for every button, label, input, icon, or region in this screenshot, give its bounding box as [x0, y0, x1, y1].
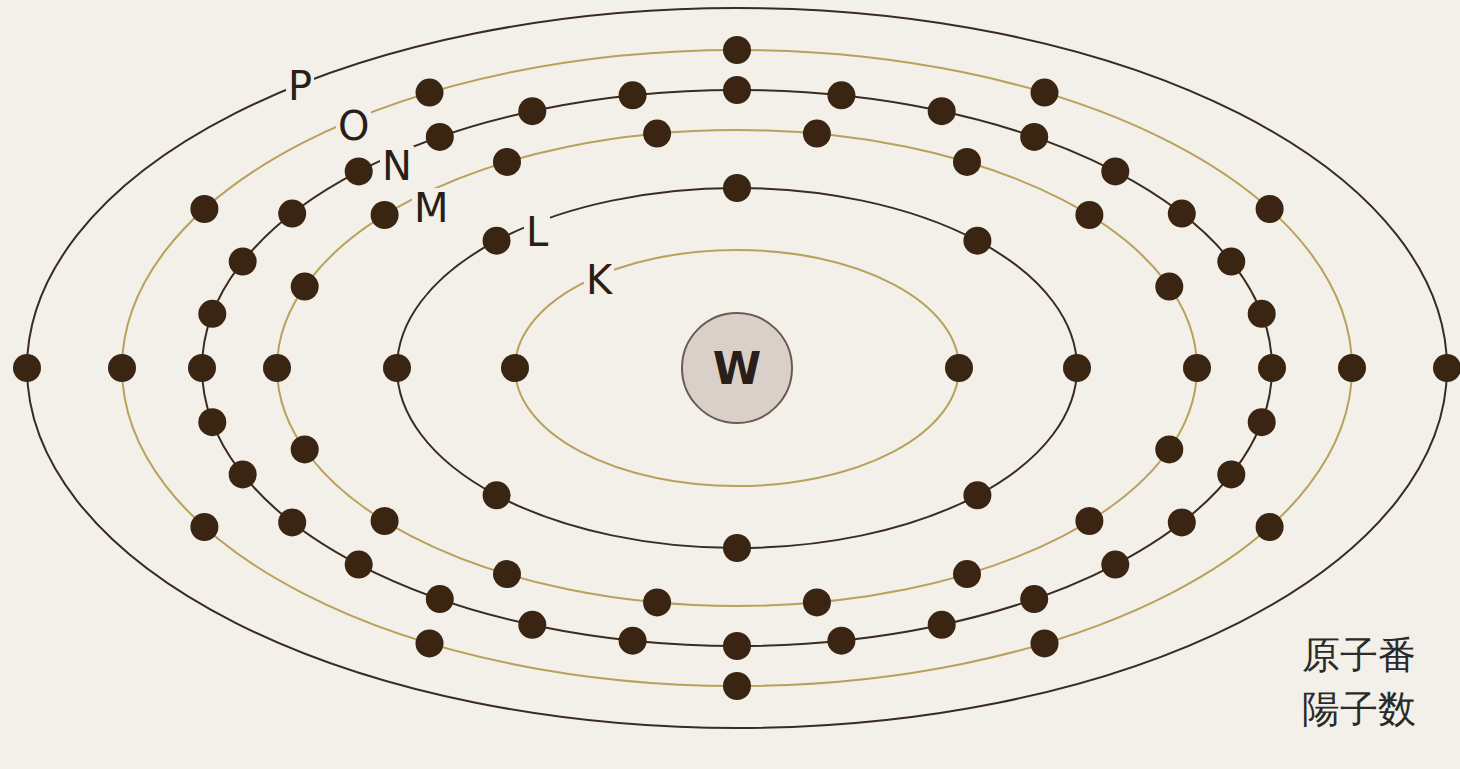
electron — [723, 174, 751, 202]
electron — [1258, 354, 1286, 382]
shell-letter: P — [286, 66, 314, 106]
electron — [426, 585, 454, 613]
electron — [483, 481, 511, 509]
shell-o — [122, 50, 1352, 686]
electron — [643, 120, 671, 148]
electron — [963, 481, 991, 509]
electron — [963, 227, 991, 255]
electron — [371, 201, 399, 229]
electron — [1168, 508, 1196, 536]
electron — [945, 354, 973, 382]
electron — [928, 611, 956, 639]
electron — [723, 534, 751, 562]
electron — [1020, 123, 1048, 151]
electron — [188, 354, 216, 382]
electron — [13, 354, 41, 382]
electron — [291, 435, 319, 463]
electron — [1256, 513, 1284, 541]
electron — [416, 629, 444, 657]
element-symbol: W — [713, 343, 762, 394]
electron — [1101, 157, 1129, 185]
electron — [1183, 354, 1211, 382]
electron — [108, 354, 136, 382]
shell-letter: M — [412, 188, 451, 228]
electron — [723, 76, 751, 104]
electron — [1217, 248, 1245, 276]
electron — [345, 551, 373, 579]
electron — [953, 560, 981, 588]
electron — [263, 354, 291, 382]
electron — [371, 507, 399, 535]
electron — [493, 560, 521, 588]
electron — [518, 97, 546, 125]
electron — [1338, 354, 1366, 382]
electron — [518, 611, 546, 639]
electron — [383, 354, 411, 382]
electron — [416, 79, 444, 107]
electron — [619, 81, 647, 109]
electron — [1101, 551, 1129, 579]
electron — [278, 508, 306, 536]
electron — [827, 627, 855, 655]
electron — [493, 148, 521, 176]
electron — [953, 148, 981, 176]
shell-p — [27, 8, 1447, 728]
shell-k — [515, 250, 959, 486]
electron — [1248, 300, 1276, 328]
electrons — [13, 36, 1460, 700]
shell-letter: N — [380, 146, 414, 186]
caption-fragment: 陽子数 — [1300, 690, 1418, 728]
electron — [723, 672, 751, 700]
electron — [1031, 629, 1059, 657]
electron — [1031, 79, 1059, 107]
electron — [723, 632, 751, 660]
electron — [426, 123, 454, 151]
nucleus: W — [680, 311, 794, 425]
electron — [1075, 507, 1103, 535]
electron — [643, 588, 671, 616]
electron — [827, 81, 855, 109]
electron — [1155, 273, 1183, 301]
shell-l — [397, 188, 1077, 548]
electron — [1248, 408, 1276, 436]
electron — [619, 627, 647, 655]
electron — [1155, 435, 1183, 463]
electron — [190, 195, 218, 223]
electron — [291, 273, 319, 301]
electron — [723, 36, 751, 64]
electron — [1063, 354, 1091, 382]
electron — [1020, 585, 1048, 613]
electron — [1256, 195, 1284, 223]
shell-letter: K — [584, 260, 614, 300]
electron — [1075, 201, 1103, 229]
shell-m — [277, 130, 1197, 606]
shell-letter: O — [336, 106, 371, 146]
electron — [229, 460, 257, 488]
shell-n — [202, 90, 1272, 646]
electron — [1433, 354, 1460, 382]
electron — [501, 354, 529, 382]
electron — [928, 97, 956, 125]
electron — [229, 248, 257, 276]
shell-letter: L — [524, 212, 550, 252]
electron — [198, 408, 226, 436]
electron — [483, 227, 511, 255]
electron — [1217, 460, 1245, 488]
electron — [345, 157, 373, 185]
electron — [1168, 200, 1196, 228]
electron — [803, 120, 831, 148]
electron — [198, 300, 226, 328]
caption-fragment: 原子番 — [1300, 636, 1418, 674]
electron — [278, 200, 306, 228]
electron — [190, 513, 218, 541]
electron — [803, 588, 831, 616]
